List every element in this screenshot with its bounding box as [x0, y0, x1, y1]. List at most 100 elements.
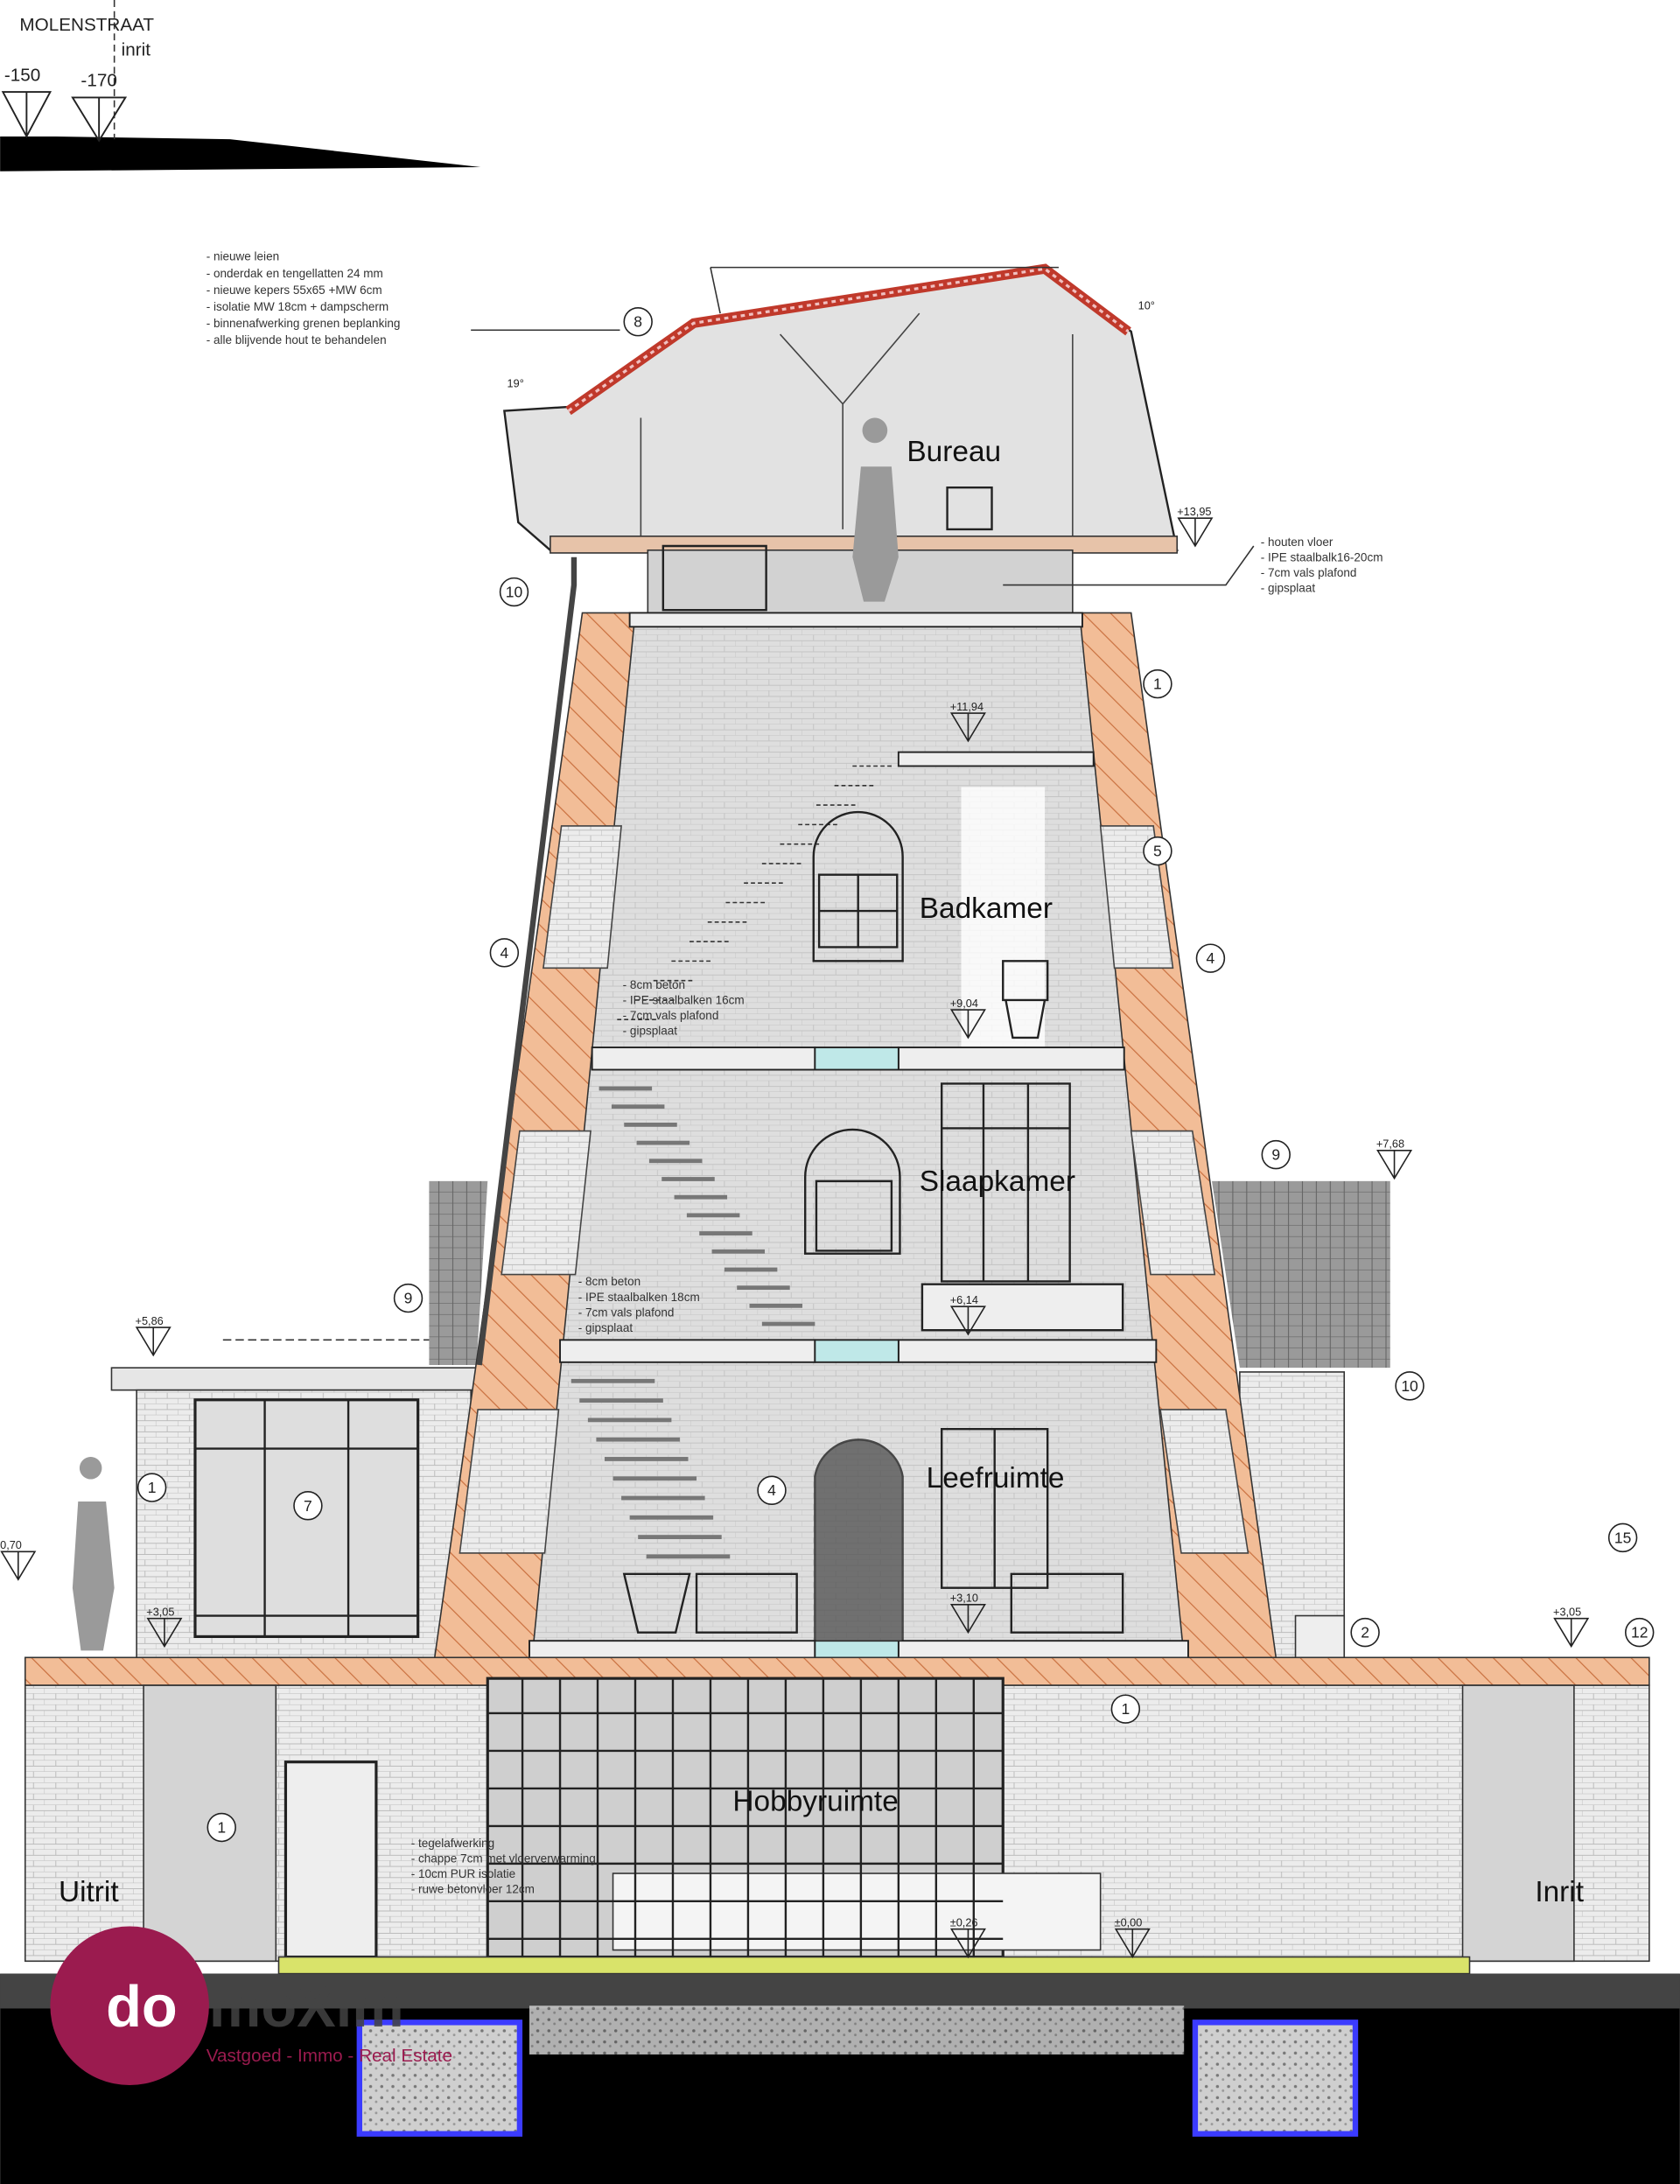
elevation-label: +11,94 — [950, 700, 984, 713]
callout-number: 5 — [1153, 843, 1162, 860]
elevation-label: +5,86 — [136, 1314, 164, 1327]
stair-step — [749, 1303, 803, 1308]
stair-step — [598, 1086, 653, 1091]
callout-circle — [489, 938, 520, 968]
svg-text:moXim: moXim — [209, 1974, 404, 2040]
elevation-label: ±0,00 — [1115, 1916, 1143, 1929]
room-label-bureau: Bureau — [906, 436, 1001, 468]
callout-circle — [393, 1283, 424, 1313]
room-label-hobbyruimte: Hobbyruimte — [732, 1785, 898, 1817]
note-line: - 7cm vals plafond — [578, 1306, 675, 1319]
stair-step — [662, 1177, 715, 1181]
callout-number: 8 — [634, 313, 642, 331]
callout-number: 9 — [404, 1290, 413, 1307]
level-marker-icon — [0, 1550, 37, 1581]
note-line: - 7cm vals plafond — [1261, 566, 1357, 579]
room-label-slaapkamer: Slaapkamer — [920, 1166, 1075, 1198]
brand-tagline: Vastgoed - Immo - Real Estate — [206, 2046, 452, 2066]
note-line: - houten vloer — [1261, 536, 1334, 549]
street-profile: MOLENSTRAAT inrit -150 -170 — [0, 0, 481, 172]
callout-number: 1 — [148, 1479, 157, 1496]
floor-slabs — [528, 612, 1189, 1664]
callout-number: 4 — [500, 944, 509, 962]
stair-step — [686, 1213, 740, 1218]
callout-circle — [1607, 1522, 1638, 1553]
left-annex — [110, 1339, 478, 1659]
elevation-label: 0,70 — [0, 1538, 22, 1551]
note-line: - alle blijvende hout te behandelen — [206, 333, 387, 346]
staircase — [570, 765, 892, 1559]
elevation-label: +7,68 — [1376, 1138, 1404, 1151]
elevation-label: +9,04 — [950, 997, 978, 1010]
stair-step — [570, 1378, 655, 1383]
callout-number: 10 — [1401, 1377, 1418, 1395]
stair-step — [646, 1554, 731, 1559]
level-marker-icon — [1553, 1617, 1590, 1648]
svg-text:do: do — [106, 1974, 178, 2040]
stair-step — [724, 1267, 778, 1272]
callout-circle — [499, 577, 529, 607]
note-line: - IPE staalbalken 16cm — [623, 994, 745, 1007]
bureau-floor-notes: - houten vloer - IPE staalbalk16-20cm - … — [1003, 536, 1382, 595]
ground-floor-notes: - tegelafwerking - chappe 7cm met vloerv… — [411, 1837, 596, 1896]
stair-step — [624, 1123, 677, 1127]
level-marker-icon — [1114, 1928, 1151, 1959]
note-line: - isolatie MW 18cm + dampscherm — [206, 300, 388, 313]
note-line: - gipsplaat — [578, 1321, 634, 1334]
elevation-label: +6,14 — [950, 1293, 978, 1306]
level-marker-icon — [146, 1617, 183, 1648]
callout-circle — [1143, 836, 1172, 866]
stair-step — [611, 1104, 665, 1110]
note-line: - gipsplaat — [623, 1025, 678, 1038]
callout-circle — [757, 1475, 787, 1505]
stair-step — [711, 1249, 766, 1254]
callout-number: 1 — [1121, 1700, 1130, 1718]
stair-step — [636, 1140, 690, 1145]
elevation-markers: +13,95+11,94+9,04+7,68+6,14+5,86+3,05+3,… — [0, 505, 1590, 1959]
callout-circle — [1625, 1617, 1655, 1648]
callout-number: 7 — [304, 1497, 312, 1515]
callout-number: 10 — [506, 584, 523, 601]
callout-circle — [206, 1812, 236, 1843]
note-line: - tegelafwerking — [411, 1837, 494, 1850]
note-line: - 8cm beton — [578, 1275, 640, 1288]
callout-circle — [1110, 1694, 1141, 1724]
roof-angle-right: 10° — [1138, 298, 1155, 312]
street-level-150: -150 — [4, 65, 40, 85]
level-marker-icon — [949, 1306, 986, 1336]
stair-step — [587, 1418, 672, 1423]
callout-circle — [623, 307, 653, 337]
callout-circle — [136, 1473, 167, 1502]
note-line: - IPE staalbalken 18cm — [578, 1291, 700, 1304]
callout-number: 15 — [1614, 1529, 1631, 1546]
room-label-inrit: Inrit — [1535, 1876, 1584, 1908]
level-marker-icon — [949, 1604, 986, 1634]
roof: 19° 10° — [503, 263, 1179, 614]
street-level-170: -170 — [80, 71, 116, 91]
stair-step — [579, 1398, 663, 1403]
note-line: - nieuwe leien — [206, 250, 279, 263]
stair-step — [699, 1231, 752, 1236]
callout-number: 4 — [767, 1481, 776, 1499]
note-line: - 7cm vals plafond — [623, 1009, 719, 1022]
callout-number: 4 — [1207, 949, 1215, 967]
room-label-badkamer: Badkamer — [920, 892, 1053, 925]
room-label-leefruimte: Leefruimte — [927, 1462, 1065, 1494]
stair-step — [621, 1495, 705, 1501]
basement — [24, 1676, 1650, 1975]
note-line: - nieuwe kepers 55x65 +MW 6cm — [206, 284, 382, 297]
tower-window-bands — [458, 825, 1250, 1554]
level-marker-icon — [1, 91, 128, 143]
note-line: - 8cm beton — [623, 978, 685, 991]
street-name: MOLENSTRAAT — [19, 15, 154, 35]
callout-number: 9 — [1271, 1146, 1280, 1164]
callout-circle — [1350, 1617, 1380, 1648]
stair-step — [638, 1535, 722, 1539]
callout-number: 12 — [1631, 1624, 1648, 1642]
callout-circle — [293, 1491, 323, 1521]
level-marker-icon — [949, 1009, 986, 1040]
level-marker-icon — [135, 1326, 172, 1357]
note-line: - chappe 7cm met vloerverwarming — [411, 1852, 596, 1865]
